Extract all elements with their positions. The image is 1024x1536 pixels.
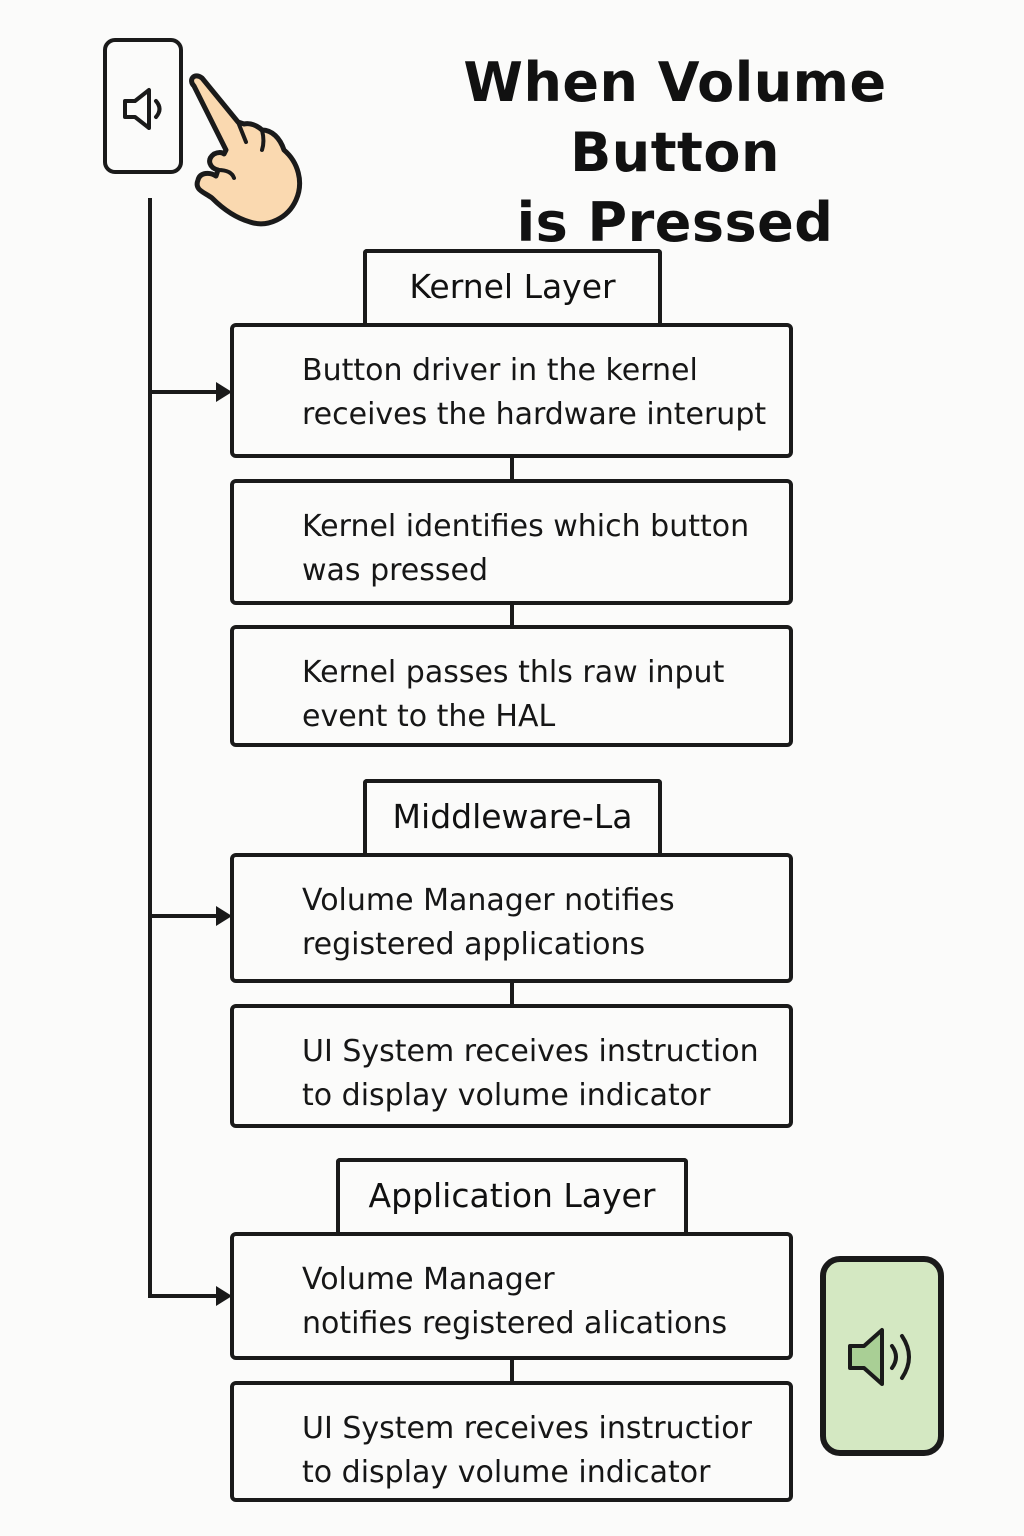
step-text-line: registered applications [302, 927, 646, 962]
step-text-line: Button driver in the kernel [302, 353, 698, 388]
step-text-line: Kernel identifies which button [302, 509, 750, 544]
step-box-middleware-1: Volume Manager notifies registered appli… [230, 853, 793, 983]
step-box-application-2: UI System receives instructior to displa… [230, 1381, 793, 1502]
title-line-2: is Pressed [516, 191, 834, 254]
arrow-kernel-branch [148, 390, 218, 394]
connector-line [510, 983, 514, 1004]
step-box-kernel-2: Kernel identifies which button was press… [230, 479, 793, 605]
step-box-application-1: Volume Manager notifies registered alica… [230, 1232, 793, 1360]
connector-line [510, 458, 514, 479]
step-text-line: to display volume indicator [302, 1455, 711, 1490]
speaker-icon [123, 88, 162, 130]
step-box-kernel-1: Button driver in the kernel receives the… [230, 323, 793, 458]
pointing-hand-icon [189, 73, 302, 227]
connector-line [510, 1360, 514, 1381]
step-box-kernel-3: Kernel passes thls raw input event to th… [230, 625, 793, 747]
phone-volume-indicator-icon [820, 1256, 944, 1456]
step-text-line: Volume Manager notifies [302, 883, 675, 918]
layer-label-middleware: Middleware-La [363, 779, 662, 855]
step-text-line: Kernel passes thls raw input [302, 655, 725, 690]
diagram-title: When Volume Button is Pressed [365, 48, 985, 258]
step-text-line: event to the HAL [302, 699, 556, 734]
title-line-1: When Volume Button [463, 51, 887, 184]
step-text-line: notifies registered alications [302, 1306, 728, 1341]
step-text-line: to display volume indicator [302, 1078, 711, 1113]
step-text-line: receives the hardware interupt [302, 397, 767, 432]
layer-label-kernel: Kernel Layer [363, 249, 662, 325]
arrow-application-branch [148, 1294, 218, 1298]
layer-label-application: Application Layer [336, 1158, 688, 1234]
phone-device-icon [103, 38, 183, 174]
step-box-middleware-2: UI System receives instruction to displa… [230, 1004, 793, 1128]
speaker-volume-icon [848, 1328, 911, 1386]
connector-line [510, 605, 514, 625]
step-text-line: UI System receives instructior [302, 1411, 752, 1446]
flow-spine-line [148, 198, 152, 1298]
arrowhead-application-icon [216, 1286, 232, 1306]
step-text-line: Volume Manager [302, 1262, 555, 1297]
step-text-line: was pressed [302, 553, 489, 588]
arrow-middleware-branch [148, 914, 218, 918]
step-text-line: UI System receives instruction [302, 1034, 759, 1069]
arrowhead-middleware-icon [216, 906, 232, 926]
arrowhead-kernel-icon [216, 382, 232, 402]
